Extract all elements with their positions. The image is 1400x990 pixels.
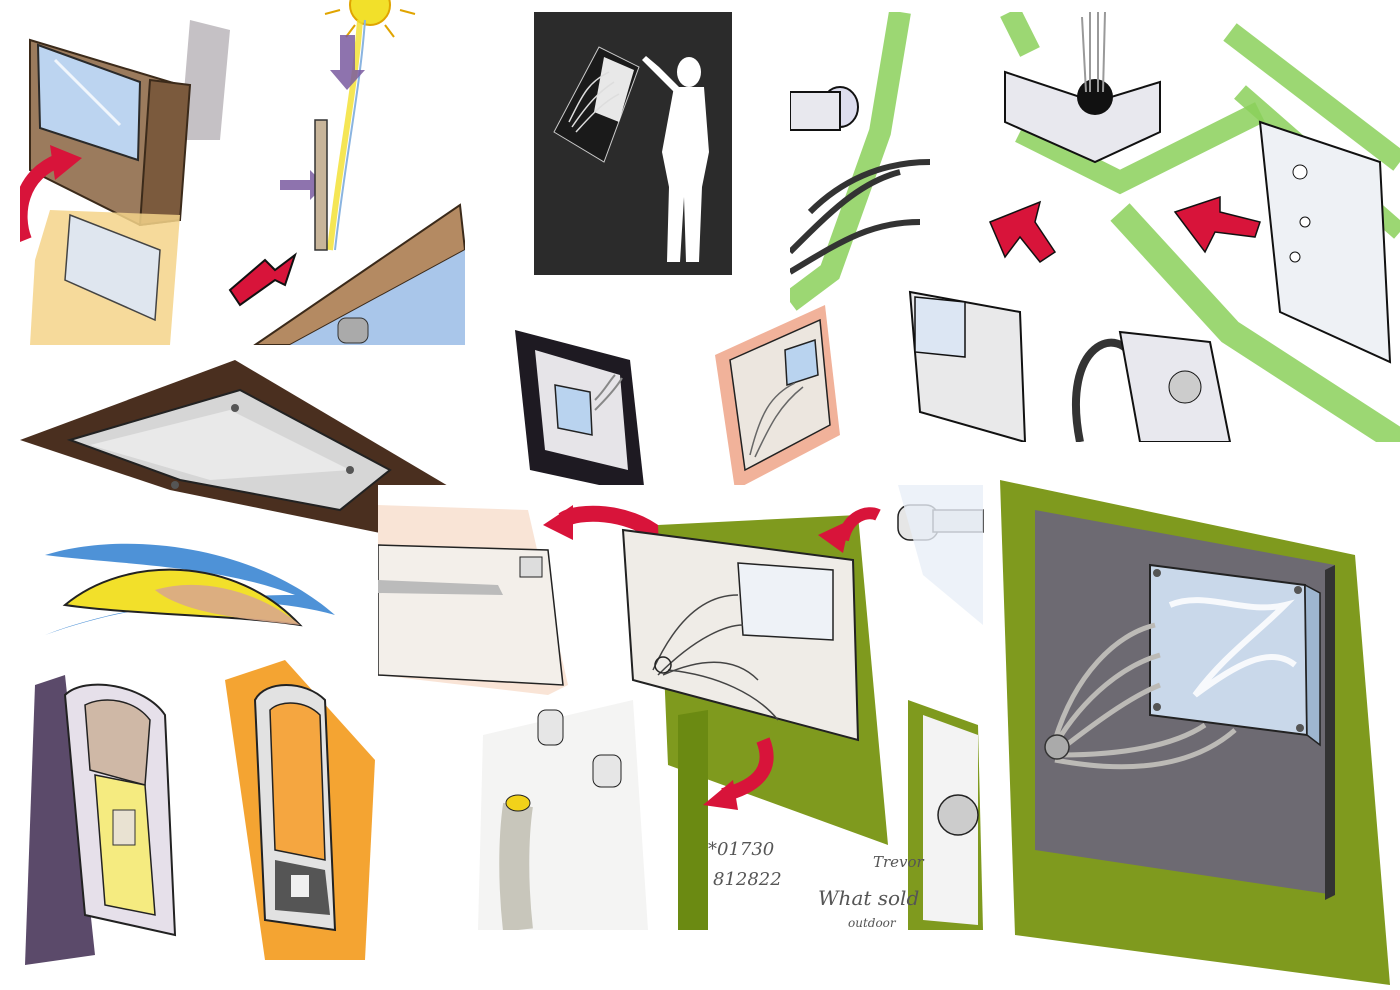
- block-arrow-icon: [228, 252, 297, 307]
- handwritten-note: outdoor: [848, 916, 897, 930]
- sketch-purple-window: [25, 665, 210, 965]
- sketch-dark-square-panel: [510, 320, 650, 500]
- sun-icon: [324, 0, 416, 38]
- sketch-orange-window: [225, 660, 385, 960]
- sketch-scale-figure-card: [534, 12, 732, 275]
- handwritten-note: What sold: [818, 886, 919, 910]
- curved-arrow-icon: [543, 505, 664, 542]
- handwritten-note: 812822: [713, 869, 782, 890]
- human-silhouette-icon: [642, 56, 709, 262]
- sketch-final-rendered-panel: [995, 465, 1395, 985]
- handwritten-note: *01730: [708, 839, 774, 860]
- curved-arrow-icon: [20, 145, 82, 242]
- handwritten-note: Trevor: [873, 853, 925, 871]
- sketch-canopy-top-view: [10, 360, 455, 540]
- sketch-leaf-profile: [35, 535, 355, 660]
- sketch-wall-mount-board: *01730 812822 Trevor What sold outdoor: [378, 485, 988, 930]
- sketch-peach-panel: [715, 305, 845, 490]
- sketch-wood-frame-panel: [20, 0, 465, 345]
- sketch-detail-board-green: [790, 12, 1400, 442]
